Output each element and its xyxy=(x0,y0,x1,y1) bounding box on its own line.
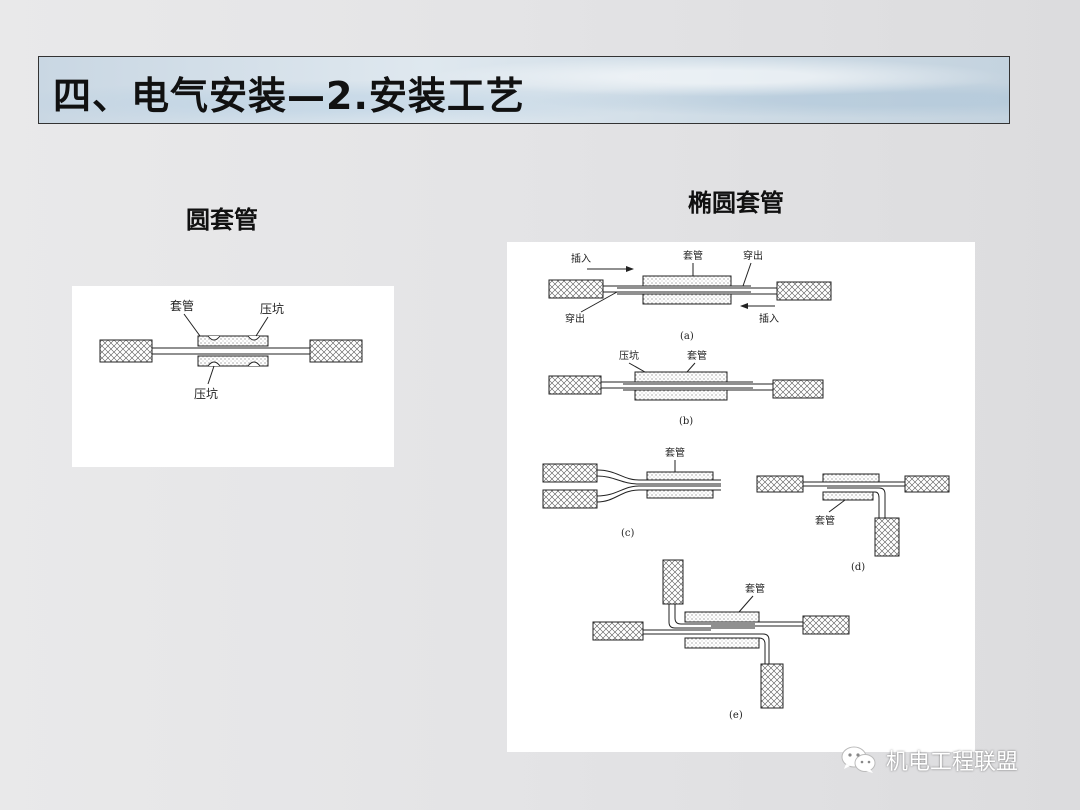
wechat-icon xyxy=(841,746,876,773)
a-sleeve: 套管 xyxy=(683,249,703,262)
diagram-c: 套管 (c) xyxy=(542,446,721,539)
label-sleeve: 套管 xyxy=(170,298,194,313)
a-through-left: 穿出 xyxy=(565,312,585,325)
a-through-right: 穿出 xyxy=(743,249,763,262)
round-sleeve-svg: 套管 压坑 压坑 xyxy=(99,298,363,401)
b-sleeve: 套管 xyxy=(687,349,707,362)
round-sleeve-heading: 圆套管 xyxy=(186,206,258,234)
round-sleeve xyxy=(197,335,269,367)
b-dent: 压坑 xyxy=(619,349,639,362)
a-insert-right: 插入 xyxy=(759,312,779,325)
d-caption: (d) xyxy=(851,562,865,573)
c-caption: (c) xyxy=(621,528,635,539)
right-cable xyxy=(309,339,363,363)
e-sleeve: 套管 xyxy=(745,582,765,595)
oval-sleeve-diagram: .t { font-size:10px; fill:#222; font-fam… xyxy=(507,242,975,752)
b-caption: (b) xyxy=(679,416,693,427)
diagram-e: 套管 (e) xyxy=(592,559,850,721)
a-insert-left: 插入 xyxy=(571,252,591,265)
c-sleeve: 套管 xyxy=(665,446,685,459)
a-caption: (a) xyxy=(680,331,694,342)
watermark-text: 机电工程联盟 xyxy=(886,750,1019,775)
label-dent-top: 压坑 xyxy=(260,301,284,316)
oval-sleeve-heading: 椭圆套管 xyxy=(688,189,784,217)
diagram-a: 插入 套管 穿出 穿出 插入 (a) xyxy=(548,249,832,342)
e-caption: (e) xyxy=(729,710,743,721)
d-sleeve: 套管 xyxy=(815,514,835,527)
slide-title: 四、电气安装—2.安装工艺 xyxy=(53,74,525,118)
oval-sleeve-svg: .t { font-size:10px; fill:#222; font-fam… xyxy=(542,249,950,721)
diagram-b: 压坑 套管 (b) xyxy=(548,349,824,427)
title-bar: 四、电气安装—2.安装工艺 xyxy=(38,56,1010,124)
label-dent-bottom: 压坑 xyxy=(194,386,218,401)
round-sleeve-diagram: 套管 压坑 压坑 xyxy=(72,286,394,467)
watermark: 机电工程联盟 xyxy=(840,744,1018,776)
diagram-d: 套管 (d) xyxy=(756,473,950,573)
left-cable xyxy=(99,339,153,363)
